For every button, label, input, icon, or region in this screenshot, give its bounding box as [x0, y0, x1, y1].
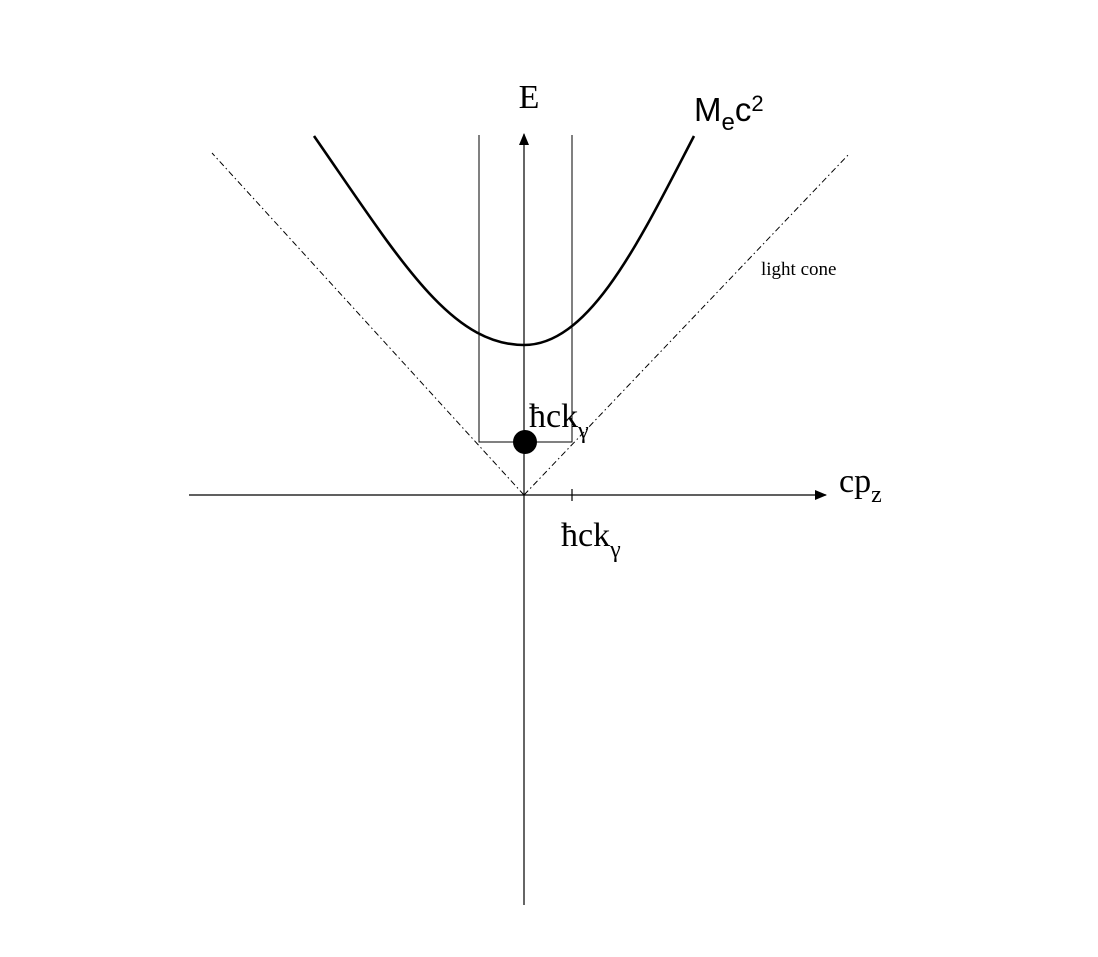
photon-point-label: ħckγ	[529, 398, 589, 444]
horizontal-axis-label-sub: z	[871, 482, 882, 508]
light-cone-right-line	[523, 152, 851, 496]
mass-shell-label-sub: e	[722, 109, 735, 136]
mass-shell-label-sup: 2	[751, 91, 763, 116]
photon-band-box	[478, 135, 573, 443]
horizontal-axis-label: cpz	[839, 463, 882, 508]
photon-point-label-main: ħck	[529, 398, 578, 435]
horizontal-axis-label-main: cp	[839, 463, 871, 500]
mass-shell-label-tail: c	[735, 91, 752, 128]
mass-shell-curve	[312, 135, 696, 347]
vertical-axis-label: E	[519, 79, 540, 116]
tick-label: ħckγ	[561, 517, 621, 563]
mass-shell-label-main: M	[694, 91, 722, 128]
photon-point-label-sub: γ	[577, 418, 589, 444]
light-cone-left-line	[211, 152, 525, 496]
light-cone-label: light cone	[761, 259, 836, 280]
photon-point	[513, 430, 537, 454]
tick-label-main: ħck	[561, 517, 610, 554]
tick-label-sub: γ	[609, 537, 621, 563]
mass-shell-label: Mec2	[694, 91, 764, 136]
